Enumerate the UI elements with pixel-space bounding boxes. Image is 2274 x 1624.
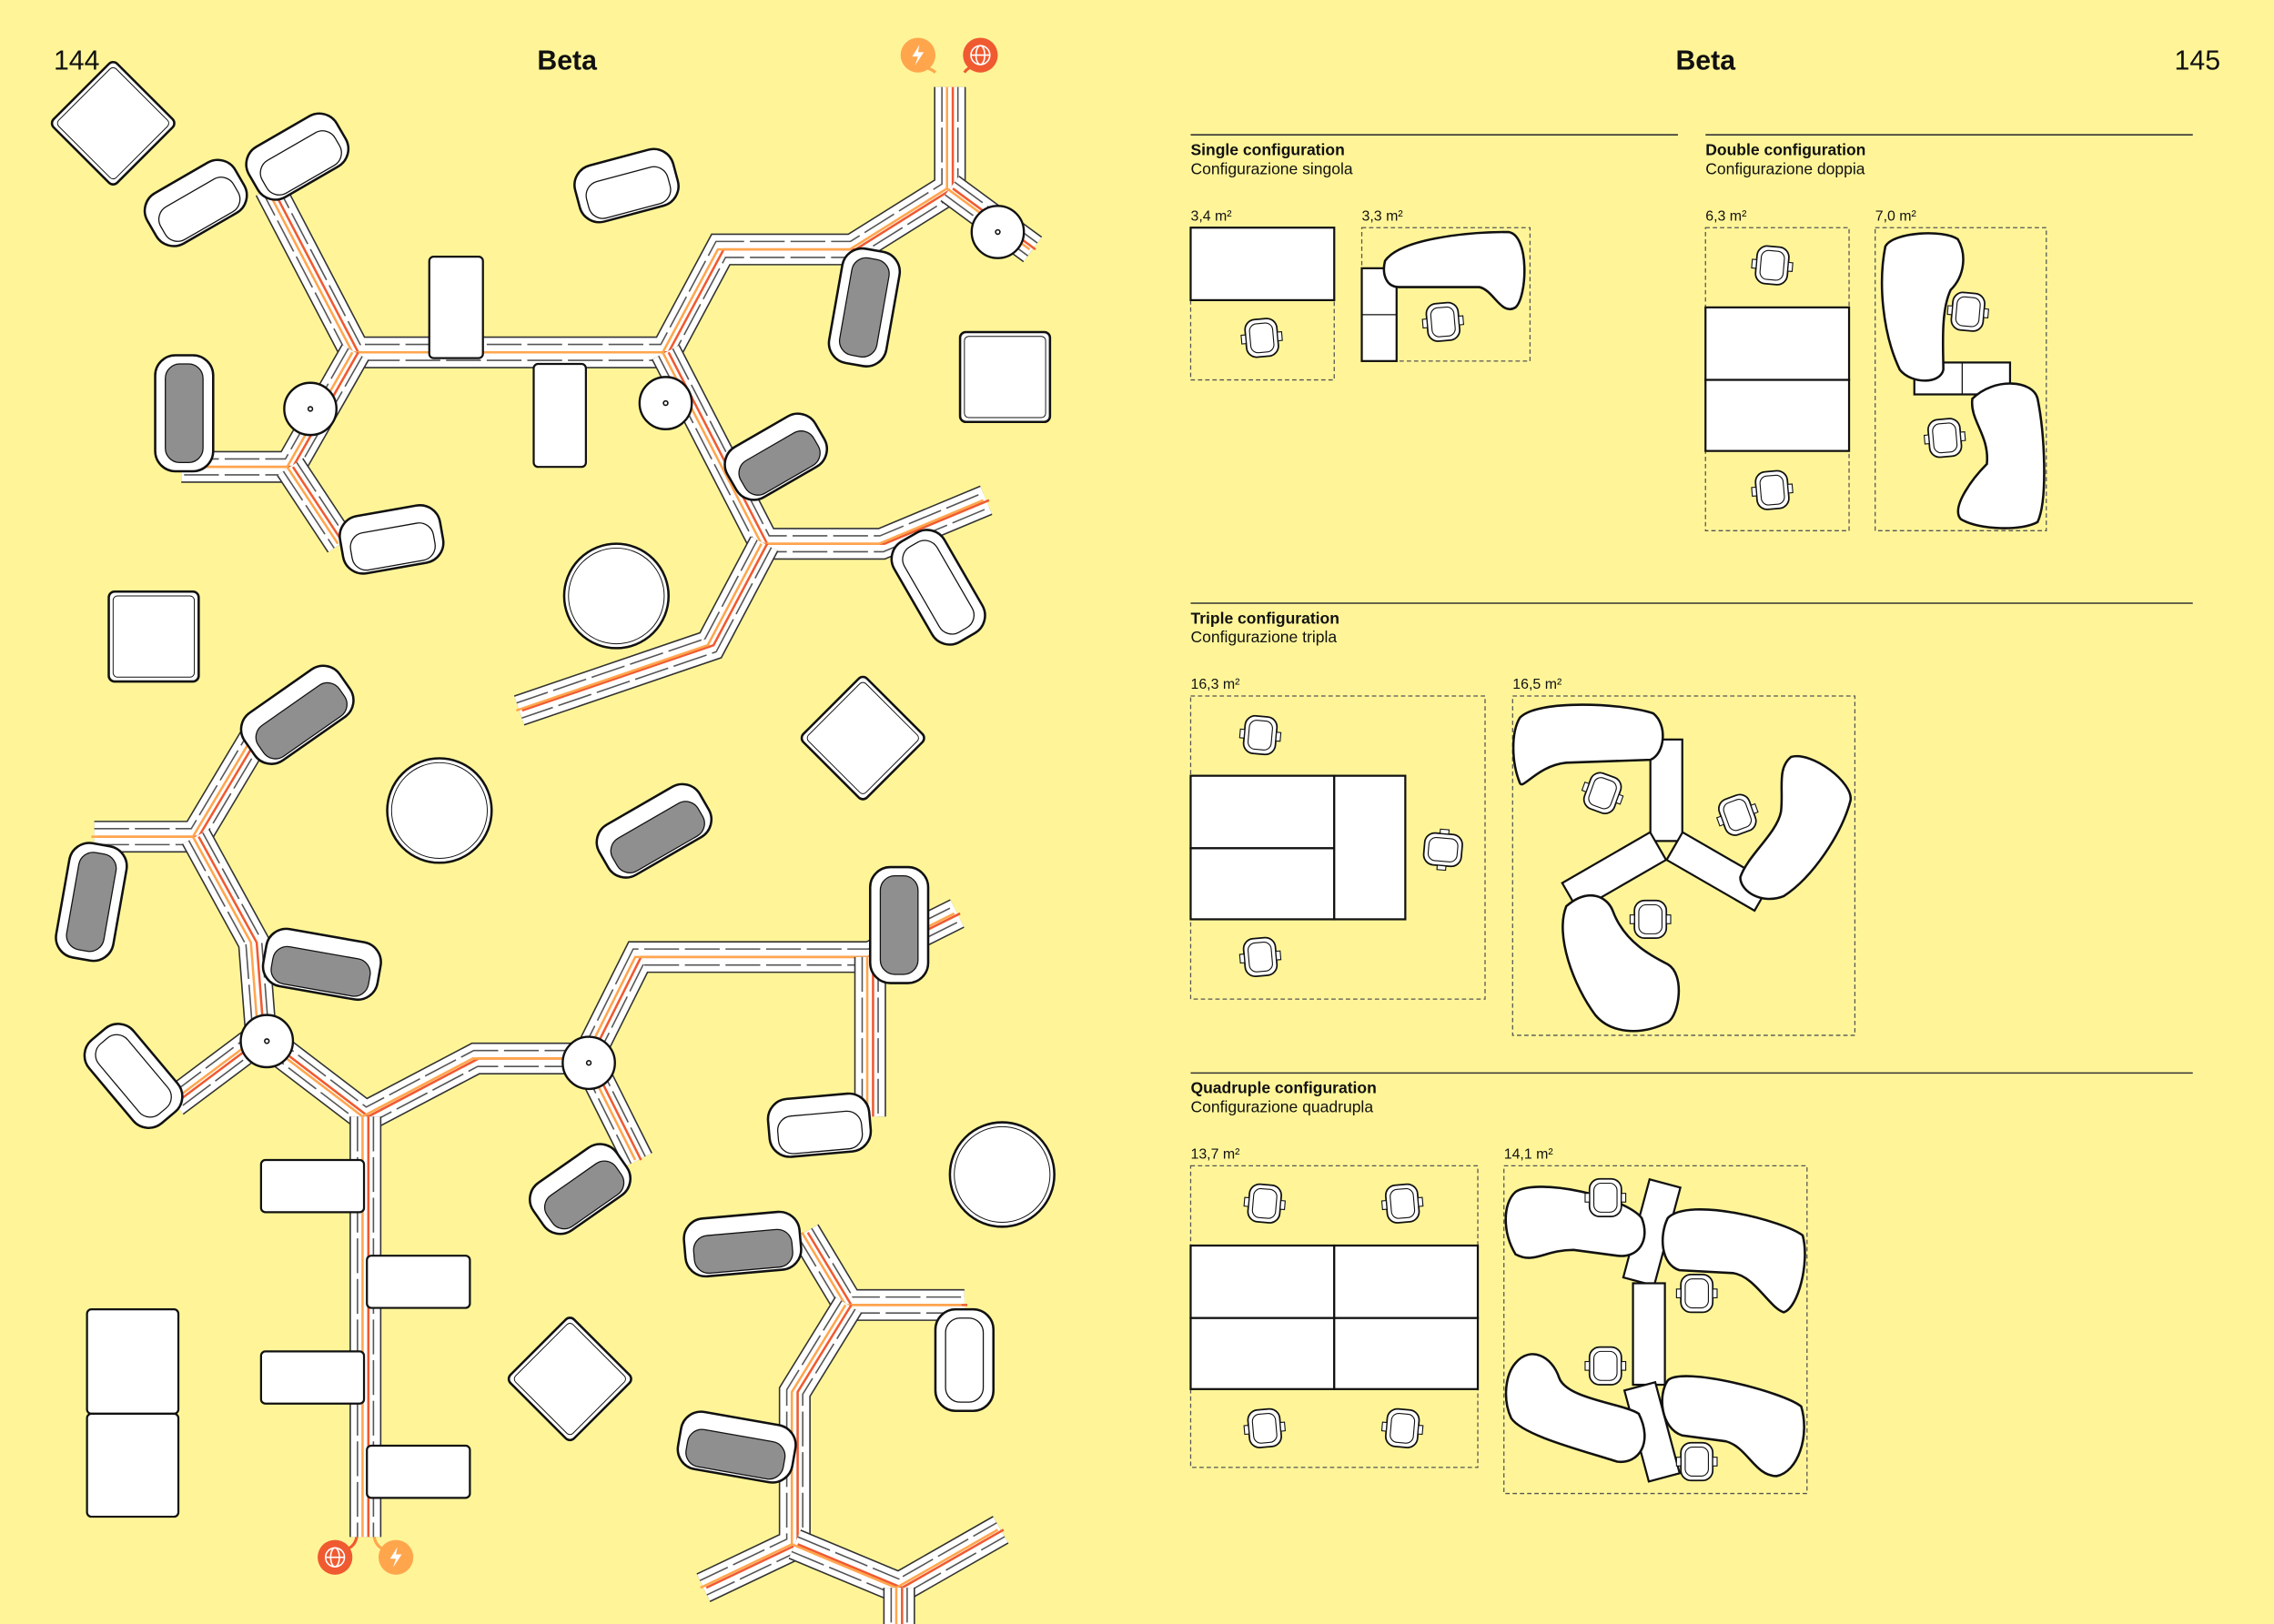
area-label: 16,3 m² <box>1190 677 1239 692</box>
lounge-chair-seat <box>95 1034 172 1118</box>
round-side-table <box>638 376 693 430</box>
coffee-table-edge <box>568 547 665 645</box>
area-label: 7,0 m² <box>1875 208 1916 224</box>
lounge-chair-seat <box>692 1228 793 1275</box>
lounge-chair-seat <box>838 257 890 358</box>
lounge-chair-seat <box>738 430 821 496</box>
lounge-chair-seat <box>255 681 348 760</box>
single-desk-layout <box>1189 227 1336 381</box>
square-table-edge <box>56 66 169 180</box>
section-subtitle: Configurazione doppia <box>1705 159 1865 177</box>
power-icon <box>900 37 935 73</box>
table-center <box>995 228 1001 236</box>
table-center <box>264 1038 270 1044</box>
lounge-chair-seat <box>777 1110 864 1155</box>
coffee-table <box>948 1121 1056 1228</box>
rail-module-inner <box>700 1301 855 1595</box>
power-cable <box>286 466 339 545</box>
square-table <box>107 590 200 683</box>
double-desk-layout <box>1704 227 1851 531</box>
desk <box>259 1350 366 1405</box>
table-center <box>662 399 669 407</box>
lounge-chair-seat <box>349 522 436 571</box>
rail-module-inner <box>284 462 348 549</box>
coffee-table <box>386 757 493 864</box>
square-table-edge <box>513 1323 626 1436</box>
section-subtitle: Configurazione tripla <box>1190 628 1337 646</box>
coffee-table-edge <box>390 762 488 859</box>
desk <box>532 362 587 469</box>
double-lounge-layout <box>1875 227 2047 531</box>
square-table-edge <box>112 595 196 678</box>
globe-icon <box>318 1539 353 1575</box>
desk <box>259 1158 366 1214</box>
area-label: 16,5 m² <box>1512 677 1561 692</box>
round-side-table <box>239 1014 295 1069</box>
square-table <box>507 1316 632 1442</box>
desk <box>366 1444 471 1499</box>
lounge-chair-seat <box>945 1317 985 1403</box>
table-center <box>307 406 314 412</box>
lounge-chair-seat <box>157 177 241 242</box>
area-label: 6,3 m² <box>1705 208 1746 224</box>
page-title-left: Beta <box>537 46 598 76</box>
data-cable <box>291 466 345 545</box>
quadruple-desk-layout <box>1189 1165 1480 1468</box>
power-icon <box>378 1539 414 1575</box>
table-center <box>585 1060 592 1066</box>
globe-icon <box>963 37 998 73</box>
section-title: Double configuration <box>1705 141 1865 159</box>
lounge-chair-seat <box>165 363 204 464</box>
page-number-right: 145 <box>2175 46 2221 76</box>
data-cable <box>176 835 266 1104</box>
section-subtitle: Configurazione singola <box>1190 159 1352 177</box>
square-table <box>800 675 925 801</box>
desk <box>86 1412 180 1518</box>
lounge-chair-seat <box>259 130 342 196</box>
round-side-table <box>283 381 338 437</box>
round-side-table <box>970 205 1026 259</box>
power-cable <box>662 351 985 545</box>
desk <box>86 1308 180 1416</box>
power-cable <box>170 835 260 1104</box>
lounge-chair-seat <box>902 540 975 635</box>
lounge-chair-seat <box>585 166 672 219</box>
section-title: Quadruple configuration <box>1190 1079 1376 1097</box>
square-table <box>958 330 1052 424</box>
data-cable <box>705 1304 853 1589</box>
area-label: 3,4 m² <box>1190 208 1231 224</box>
coffee-table-edge <box>954 1125 1051 1224</box>
single-lounge-layout <box>1360 227 1531 362</box>
lounge-chair-seat <box>685 1428 786 1480</box>
page-title-right: Beta <box>1675 46 1736 76</box>
round-side-table <box>561 1035 616 1091</box>
section-subtitle: Configurazione quadrupla <box>1190 1097 1373 1115</box>
floor-plan <box>50 54 1056 1624</box>
quadruple-lounge-layout <box>1503 1165 1808 1495</box>
lounge-chair-seat <box>543 1160 625 1230</box>
lounge-chair-seat <box>879 874 919 975</box>
rail-module-inner <box>169 832 269 1108</box>
coffee-table <box>562 542 670 650</box>
lounge-chair-seat <box>610 801 705 873</box>
power-cable <box>515 543 763 712</box>
data-cable <box>521 543 769 712</box>
area-label: 14,1 m² <box>1504 1146 1553 1162</box>
square-table-edge <box>806 681 919 794</box>
area-label: 13,7 m² <box>1190 1146 1239 1162</box>
desk <box>428 255 484 359</box>
square-table-edge <box>964 336 1046 419</box>
square-table <box>50 60 176 186</box>
desk <box>366 1255 471 1309</box>
area-label: 3,3 m² <box>1362 208 1403 224</box>
section-title: Single configuration <box>1190 141 1344 159</box>
triple-desk-layout <box>1189 695 1486 1000</box>
triple-lounge-layout <box>1511 695 1856 1036</box>
section-title: Triple configuration <box>1190 609 1339 627</box>
lounge-chair-seat <box>66 852 117 953</box>
lounge-chair-seat <box>270 945 371 997</box>
page-number-left: 144 <box>54 46 100 76</box>
